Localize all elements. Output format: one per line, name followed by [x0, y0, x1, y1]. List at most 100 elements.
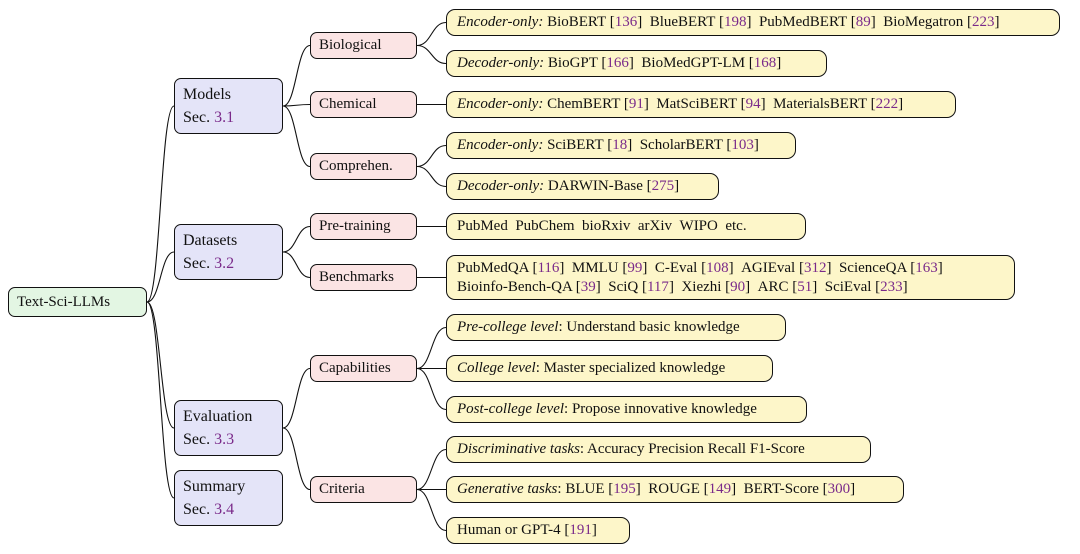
leaf-item: PubMedBERT — [751, 14, 847, 30]
leaf-bio-decoder: Decoder-only: BioGPT [166] BioMedGPT-LM … — [446, 50, 827, 77]
leaf-benchmarks: PubMedQA [116] MMLU [99] C-Eval [108] AG… — [446, 255, 1015, 300]
sub-capabilities: Capabilities — [310, 355, 417, 382]
connector-line — [282, 251, 311, 279]
leaf-description: : Master specialized knowledge — [535, 360, 726, 376]
connector-line — [146, 105, 175, 303]
section-datasets-link[interactable]: 3.2 — [214, 255, 235, 272]
leaf-item: ChemBERT — [543, 96, 621, 112]
sub-pretraining-label: Pre-training — [319, 218, 391, 234]
citation-link[interactable]: 18 — [612, 137, 628, 153]
leaf-text: Discriminative tasks: Accuracy Precision… — [457, 440, 805, 459]
connector-line — [282, 367, 311, 429]
connector-line — [282, 44, 311, 107]
leaf-item: Xiezhi — [673, 278, 722, 295]
leaf-item: PubChem — [507, 218, 575, 234]
leaf-tag: Discriminative tasks — [457, 441, 580, 457]
citation-link[interactable]: 168 — [753, 55, 777, 71]
citation-link[interactable]: 149 — [708, 481, 732, 497]
citation-link[interactable]: 94 — [745, 96, 761, 112]
connector-line — [282, 105, 311, 168]
connector-line — [416, 144, 447, 168]
citation-link[interactable]: 195 — [613, 481, 636, 497]
leaf-item: PubMedQA — [457, 259, 529, 276]
section-models-label: Models — [183, 86, 231, 103]
leaf-item: BERT-Score — [736, 481, 819, 497]
leaf-tag: Generative tasks — [457, 481, 558, 497]
citation-link[interactable]: 136 — [614, 14, 638, 30]
connector-line — [146, 301, 175, 429]
sub-criteria-label: Criteria — [319, 481, 365, 497]
leaf-item: SciBERT — [543, 137, 604, 153]
leaf-tag: Encoder-only: — [457, 137, 544, 153]
sub-pretraining: Pre-training — [310, 213, 417, 240]
citation-link[interactable]: 233 — [880, 278, 903, 295]
leaf-item: AGIEval — [733, 259, 796, 276]
sub-benchmarks-label: Benchmarks — [319, 269, 394, 285]
citation-link[interactable]: 312 — [803, 259, 827, 276]
leaf-crit-generative: Generative tasks: BLUE [195] ROUGE [149]… — [446, 476, 904, 503]
leaf-item: BLUE — [565, 481, 605, 497]
citation-link[interactable]: 90 — [730, 278, 746, 295]
leaf-tag: Encoder-only: — [457, 14, 544, 30]
connector-line — [282, 225, 311, 253]
citation-link[interactable]: 275 — [651, 178, 675, 194]
leaf-item: SciQ — [600, 278, 639, 295]
leaf-tag: Encoder-only: — [457, 96, 544, 112]
leaf-text: Encoder-only: BioBERT [136] BlueBERT [19… — [457, 14, 1000, 30]
leaf-item: ROUGE — [640, 481, 700, 497]
leaf-text: Human or GPT-4 [191] — [457, 522, 597, 538]
section-summary-link[interactable]: 3.4 — [214, 501, 235, 518]
citation-link[interactable]: 116 — [537, 259, 560, 276]
citation-link[interactable]: 51 — [797, 278, 813, 295]
citation-link[interactable]: 191 — [569, 522, 592, 538]
leaf-item: Bioinfo-Bench-QA — [457, 278, 572, 295]
leaf-cap-postcollege: Post-college level: Propose innovative k… — [446, 396, 807, 423]
leaf-item: WIPO — [672, 218, 718, 234]
citation-link[interactable]: 91 — [628, 96, 644, 112]
connector-line — [416, 488, 447, 532]
citation-link[interactable]: 163 — [915, 259, 938, 276]
leaf-item: ScholarBERT — [632, 137, 723, 153]
leaf-description: : Accuracy Precision Recall F1-Score — [579, 441, 805, 457]
leaf-text: Encoder-only: ChemBERT [91] MatSciBERT [… — [457, 96, 904, 112]
citation-link[interactable]: 39 — [580, 278, 596, 295]
leaf-bio-encoder: Encoder-only: BioBERT [136] BlueBERT [19… — [446, 9, 1060, 36]
citation-link[interactable]: 222 — [875, 96, 899, 112]
citation-link[interactable]: 108 — [706, 259, 729, 276]
leaf-tag: Decoder-only: — [457, 178, 545, 194]
citation-link[interactable]: 198 — [723, 14, 747, 30]
section-models-link[interactable]: 3.1 — [214, 109, 235, 126]
leaf-cap-precollege: Pre-college level: Understand basic know… — [446, 314, 786, 341]
connector-line — [416, 367, 447, 411]
section-summary: Summary Sec. 3.4 — [174, 470, 283, 526]
section-datasets-label: Datasets — [183, 232, 238, 249]
sub-comprehen: Comprehen. — [310, 153, 417, 180]
section-models: Models Sec. 3.1 — [174, 78, 283, 134]
section-evaluation-label: Evaluation — [183, 408, 253, 425]
citation-link[interactable]: 300 — [827, 481, 851, 497]
leaf-tag: College level — [457, 360, 536, 376]
leaf-item: MaterialsBERT — [765, 96, 867, 112]
leaf-text: PubMed PubChem bioRxiv arXiv WIPO etc. — [457, 217, 747, 236]
section-datasets: Datasets Sec. 3.2 — [174, 224, 283, 280]
section-evaluation-sec: Sec. — [183, 431, 215, 448]
citation-link[interactable]: 99 — [627, 259, 643, 276]
citation-link[interactable]: 103 — [731, 137, 754, 153]
leaf-tag: Decoder-only: — [457, 55, 545, 71]
leaf-crit-human: Human or GPT-4 [191] — [446, 517, 630, 544]
sub-capabilities-label: Capabilities — [319, 360, 391, 376]
leaf-comp-encoder: Encoder-only: SciBERT [18] ScholarBERT [… — [446, 132, 796, 159]
citation-link[interactable]: 117 — [646, 278, 669, 295]
citation-link[interactable]: 166 — [606, 55, 629, 71]
leaf-text: Generative tasks: BLUE [195] ROUGE [149]… — [457, 481, 856, 497]
connector-line — [416, 44, 447, 65]
leaf-text: Encoder-only: SciBERT [18] ScholarBERT [… — [457, 137, 759, 153]
section-evaluation-link[interactable]: 3.3 — [214, 431, 235, 448]
leaf-item: C-Eval — [647, 259, 698, 276]
citation-link[interactable]: 223 — [971, 14, 995, 30]
section-models-sec: Sec. — [183, 109, 215, 126]
citation-link[interactable]: 89 — [855, 14, 871, 30]
connector-line — [416, 21, 447, 47]
leaf-crit-discriminative: Discriminative tasks: Accuracy Precision… — [446, 436, 871, 463]
leaf-item: etc. — [717, 218, 747, 234]
